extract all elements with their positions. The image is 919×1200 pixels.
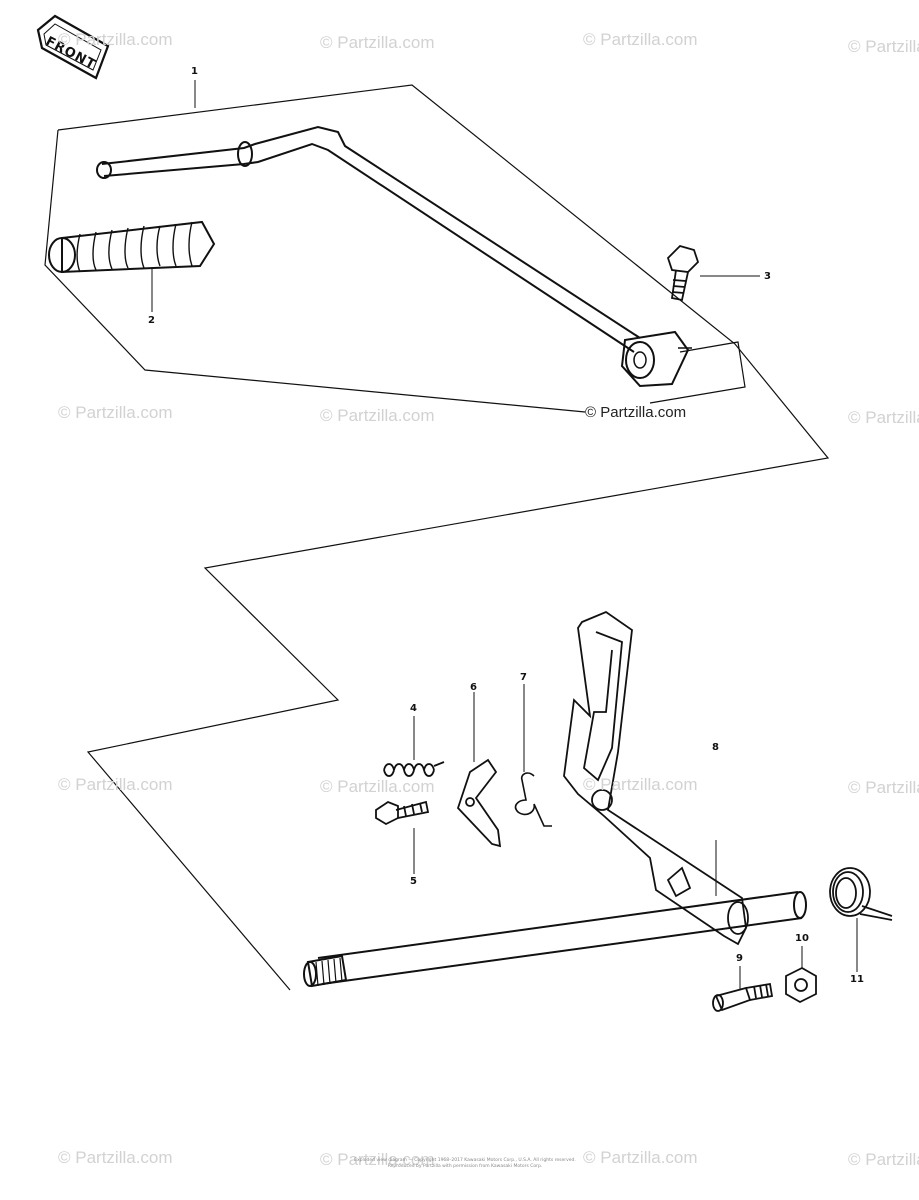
- bolt-5: [375, 800, 430, 826]
- shift-shaft: [303, 891, 807, 988]
- callout-4: 4: [410, 703, 417, 714]
- callout-6: 6: [470, 682, 477, 693]
- front-arrow-icon: [36, 14, 110, 80]
- watermark: © Partzilla.com: [583, 30, 698, 49]
- watermark: © Partzilla.com: [583, 1148, 698, 1167]
- watermark-main: © Partzilla.com: [585, 404, 687, 421]
- callout-2: 2: [148, 315, 155, 326]
- pedal-rubber: [48, 220, 216, 274]
- watermark: © Partzilla.com: [58, 1148, 173, 1167]
- bolt-3: [666, 244, 700, 302]
- copyright-footer: Exploded view diagram — Copyright 1968–2…: [300, 1158, 630, 1170]
- callout-7: 7: [520, 672, 527, 683]
- watermark: © Partzilla.com: [58, 775, 173, 794]
- watermark: © Partzilla.com: [320, 406, 435, 425]
- stud-9: [712, 982, 774, 1012]
- watermark: © Partzilla.com: [583, 775, 698, 794]
- callout-11: 11: [850, 974, 864, 985]
- callout-1: 1: [191, 66, 198, 77]
- watermark: © Partzilla.com: [320, 1150, 435, 1169]
- torsion-spring-11: [829, 867, 893, 921]
- copyright-line: Reproduced by Partzilla with permission …: [387, 1164, 543, 1169]
- shift-arm-8: [563, 610, 749, 946]
- watermark: © Partzilla.com: [58, 403, 173, 422]
- watermark: © Partzilla.com: [58, 30, 173, 49]
- copyright-line: Exploded view diagram — Copyright 1968–2…: [354, 1158, 576, 1163]
- watermark: © Partzilla.com: [320, 33, 435, 52]
- plate-6: [456, 758, 502, 848]
- watermark: © Partzilla.com: [848, 37, 919, 56]
- callout-9: 9: [736, 953, 743, 964]
- callout-leaders: [151, 80, 858, 990]
- shift-pedal: [96, 125, 692, 388]
- callout-5: 5: [410, 876, 417, 887]
- watermark: © Partzilla.com: [848, 1150, 919, 1169]
- spring-clip-7: [514, 772, 552, 827]
- watermark: © Partzilla.com: [848, 778, 919, 797]
- callout-3: 3: [764, 271, 771, 282]
- spring-4: [383, 761, 445, 777]
- watermark: © Partzilla.com: [848, 408, 919, 427]
- watermark: © Partzilla.com: [320, 777, 435, 796]
- upper-group-outline: [44, 84, 830, 991]
- callout-10: 10: [795, 933, 809, 944]
- callout-8: 8: [712, 742, 719, 753]
- nut-10: [785, 966, 817, 1004]
